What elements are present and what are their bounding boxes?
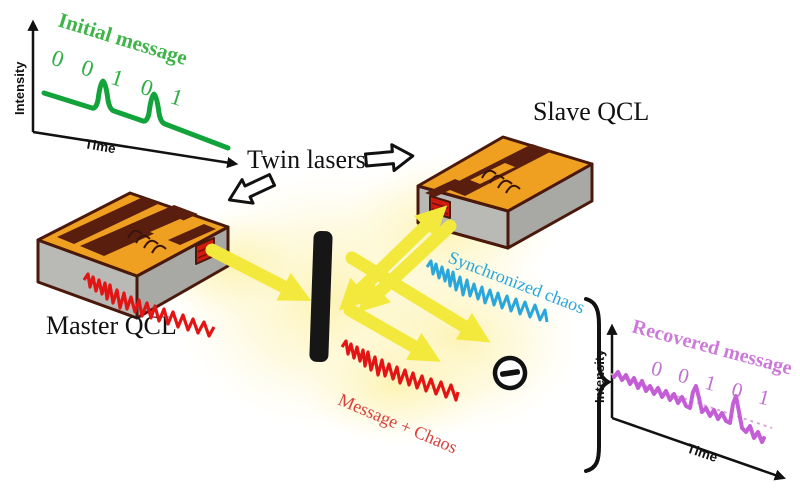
beam-splitter-to-receiver-lower <box>343 303 441 362</box>
beam-splitter-bar <box>309 230 333 363</box>
brace-icon <box>584 297 613 473</box>
beam-master-to-splitter <box>205 243 312 301</box>
recovered-time-axis <box>611 416 786 481</box>
chaos-wave-message <box>340 339 460 402</box>
initial-intensity-label: Intensity <box>12 61 27 115</box>
recovered-intensity-label: Intensity <box>592 349 607 403</box>
twin-lasers-label: Twin lasers <box>247 145 366 174</box>
synchronized-chaos-wave <box>425 259 549 323</box>
recovered-message-waveform <box>612 370 766 444</box>
slave-qcl-chip <box>416 135 594 250</box>
master-qcl-label: Master QCL <box>46 311 177 340</box>
beam-splitter-to-receiver-upper <box>345 251 491 343</box>
chaos-wave-master <box>82 272 216 338</box>
initial-message-waveform <box>41 78 231 151</box>
minus-circle-icon <box>492 355 528 391</box>
laser-beams <box>205 205 491 362</box>
slave-qcl-label: Slave QCL <box>533 97 649 126</box>
initial-time-axis <box>32 130 239 169</box>
initial-time-label: Time <box>83 136 117 156</box>
